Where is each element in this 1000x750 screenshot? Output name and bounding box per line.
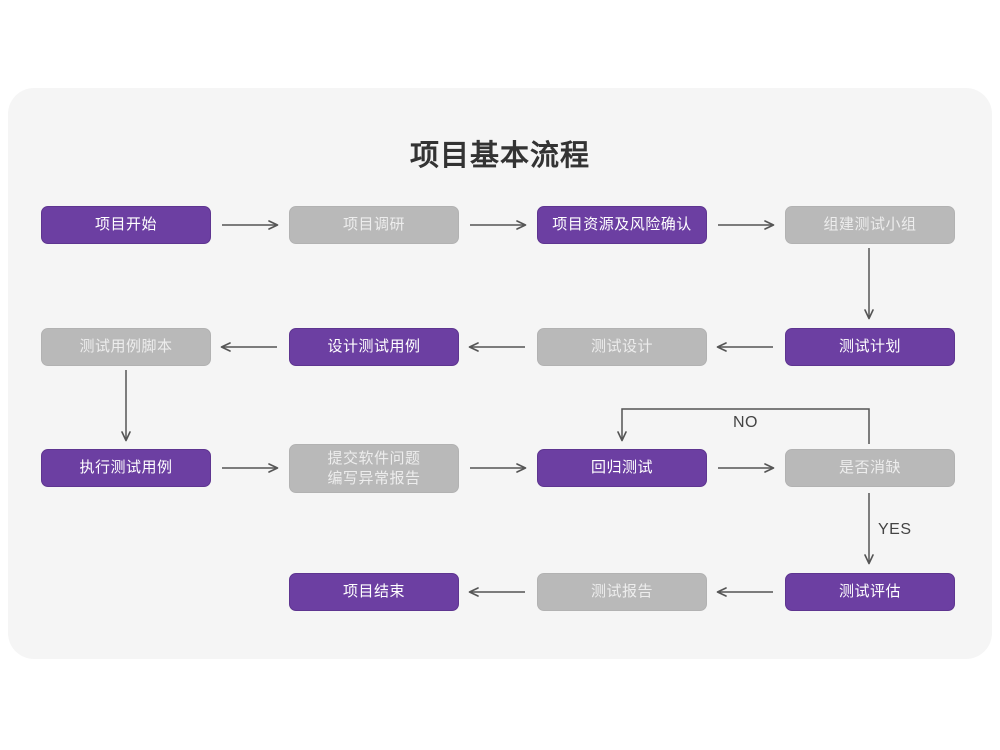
node-resource-risk-confirm[interactable]: 项目资源及风险确认 xyxy=(537,206,707,244)
node-test-plan[interactable]: 测试计划 xyxy=(785,328,955,366)
node-test-report[interactable]: 测试报告 xyxy=(537,573,707,611)
node-defect-resolved[interactable]: 是否消缺 xyxy=(785,449,955,487)
node-test-design[interactable]: 测试设计 xyxy=(537,328,707,366)
node-regression-test[interactable]: 回归测试 xyxy=(537,449,707,487)
page-title: 项目基本流程 xyxy=(409,140,590,172)
node-project-research[interactable]: 项目调研 xyxy=(289,206,459,244)
diagram-panel xyxy=(8,88,992,659)
node-project-end[interactable]: 项目结束 xyxy=(289,573,459,611)
edge-label-no: NO xyxy=(733,414,758,431)
edge-label-yes: YES xyxy=(878,521,912,538)
node-project-start[interactable]: 项目开始 xyxy=(41,206,211,244)
node-execute-test-case[interactable]: 执行测试用例 xyxy=(41,449,211,487)
node-submit-defect-report[interactable]: 提交软件问题 编写异常报告 xyxy=(289,444,459,493)
node-test-case-script[interactable]: 测试用例脚本 xyxy=(41,328,211,366)
node-form-test-team[interactable]: 组建测试小组 xyxy=(785,206,955,244)
node-test-evaluation[interactable]: 测试评估 xyxy=(785,573,955,611)
node-design-test-case[interactable]: 设计测试用例 xyxy=(289,328,459,366)
